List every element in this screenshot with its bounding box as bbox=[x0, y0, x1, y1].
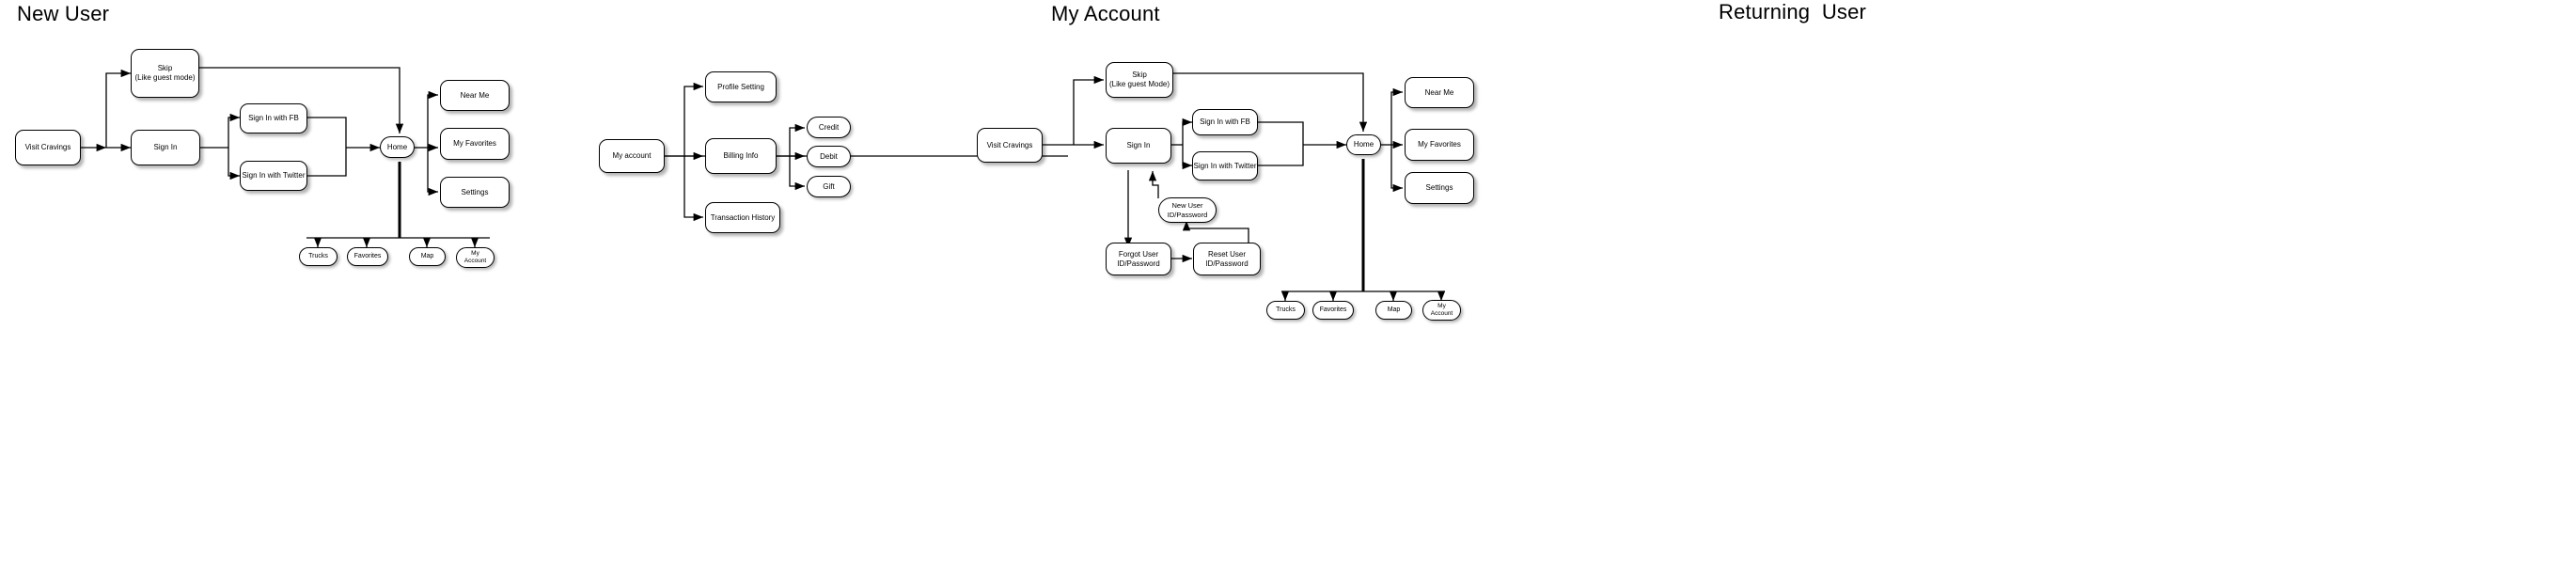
node-returning-user-sign-in-fb[interactable]: Sign In with FB bbox=[1192, 109, 1258, 135]
edge-home-to-nearme bbox=[427, 90, 438, 148]
node-returning-user-forgot-user-id-password[interactable]: Forgot User ID/Password bbox=[1106, 243, 1171, 275]
edge-ru-skip-to-home bbox=[1173, 72, 1368, 132]
node-new-user-sign-in-twitter[interactable]: Sign In with Twitter bbox=[240, 161, 307, 191]
node-new-user-near-me[interactable]: Near Me bbox=[440, 80, 510, 111]
edge-ru-visit-to-skip bbox=[1073, 75, 1104, 145]
node-returning-user-my-account[interactable]: My Account bbox=[1422, 300, 1461, 321]
edge-visit-to-skip bbox=[105, 69, 131, 148]
node-returning-user-visit-cravings[interactable]: Visit Cravings bbox=[977, 128, 1043, 163]
node-my-account-billing-info[interactable]: Billing Info bbox=[705, 138, 777, 174]
edges-returning-user bbox=[1043, 72, 1446, 301]
node-returning-user-new-user-id-password[interactable]: New User ID/Password bbox=[1158, 197, 1217, 223]
edge-ru-fb-to-merge bbox=[1257, 121, 1304, 145]
edge-ru-newuser-to-signin bbox=[1148, 171, 1159, 198]
section-title-returning-user: Returning User bbox=[1719, 0, 1867, 24]
node-returning-user-settings[interactable]: Settings bbox=[1405, 172, 1474, 204]
section-title-new-user: New User bbox=[17, 2, 110, 25]
node-my-account-transaction-history[interactable]: Transaction History bbox=[705, 202, 780, 233]
edge-account-to-profile bbox=[683, 82, 703, 156]
edge-fb-to-merge bbox=[307, 117, 347, 148]
edge-ru-signin-to-fb bbox=[1182, 118, 1192, 145]
section-title-my-account: My Account bbox=[1051, 2, 1160, 25]
node-new-user-settings[interactable]: Settings bbox=[440, 177, 510, 208]
node-new-user-sign-in-fb[interactable]: Sign In with FB bbox=[240, 103, 307, 133]
node-returning-user-near-me[interactable]: Near Me bbox=[1405, 77, 1474, 108]
node-my-account-profile-setting[interactable]: Profile Setting bbox=[705, 71, 777, 102]
node-new-user-trucks[interactable]: Trucks bbox=[299, 247, 338, 266]
edge-ru-reset-to-newuser-h bbox=[1186, 228, 1249, 245]
node-returning-user-trucks[interactable]: Trucks bbox=[1266, 301, 1305, 320]
node-new-user-home[interactable]: Home bbox=[380, 136, 415, 158]
node-new-user-my-favorites[interactable]: My Favorites bbox=[440, 128, 510, 160]
node-returning-user-map[interactable]: Map bbox=[1375, 301, 1412, 320]
node-returning-user-home[interactable]: Home bbox=[1346, 134, 1381, 155]
node-returning-user-favorites[interactable]: Favorites bbox=[1312, 301, 1354, 320]
node-returning-user-sign-in[interactable]: Sign In bbox=[1106, 128, 1171, 164]
node-new-user-my-account[interactable]: My Account bbox=[456, 247, 495, 268]
edge-billing-to-credit bbox=[789, 123, 805, 156]
node-my-account-credit[interactable]: Credit bbox=[807, 117, 851, 138]
node-my-account-gift[interactable]: Gift bbox=[807, 176, 851, 197]
node-returning-user-reset-user-id-password[interactable]: Reset User ID/Password bbox=[1193, 243, 1261, 275]
edge-signin-to-fb bbox=[228, 113, 240, 148]
edge-account-to-history bbox=[683, 156, 703, 222]
edge-ru-twitter-to-merge bbox=[1257, 145, 1304, 166]
node-new-user-favorites[interactable]: Favorites bbox=[347, 247, 388, 266]
node-returning-user-skip[interactable]: Skip (Like guest Mode) bbox=[1106, 62, 1173, 98]
edge-skip-to-home bbox=[199, 67, 404, 133]
node-returning-user-sign-in-twitter[interactable]: Sign In with Twitter bbox=[1192, 151, 1258, 180]
edge-home-to-settings bbox=[427, 148, 438, 196]
node-returning-user-my-favorites[interactable]: My Favorites bbox=[1405, 129, 1474, 161]
edge-ru-signin-to-twitter bbox=[1182, 145, 1192, 170]
edges-new-user bbox=[81, 67, 490, 247]
node-new-user-visit-cravings[interactable]: Visit Cravings bbox=[15, 130, 81, 165]
edge-ru-home-to-nearme bbox=[1390, 87, 1403, 145]
node-new-user-map[interactable]: Map bbox=[409, 247, 446, 266]
edge-ru-home-to-settings bbox=[1390, 145, 1403, 193]
edge-signin-to-twitter bbox=[228, 148, 240, 180]
node-new-user-sign-in[interactable]: Sign In bbox=[131, 130, 200, 165]
node-my-account-root[interactable]: My account bbox=[599, 139, 665, 173]
node-new-user-skip[interactable]: Skip (Like guest mode) bbox=[131, 49, 199, 98]
edge-billing-to-gift bbox=[789, 156, 805, 191]
edge-twitter-to-merge bbox=[307, 148, 347, 177]
node-my-account-debit[interactable]: Debit bbox=[807, 146, 851, 167]
